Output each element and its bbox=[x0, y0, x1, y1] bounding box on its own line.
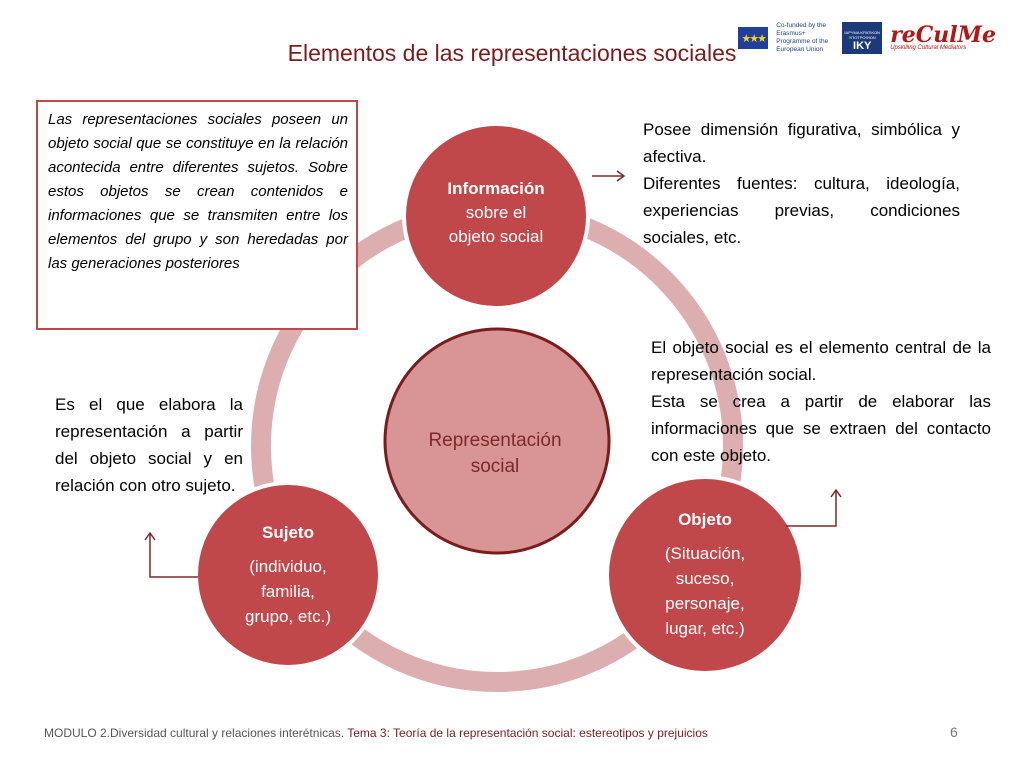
reculme-logo: reCulMe Upskilling Cultural Mediators bbox=[890, 22, 996, 51]
arrow-objeto bbox=[786, 488, 842, 527]
node-informacion-line3: objeto social bbox=[448, 227, 544, 246]
center-label-line2: social bbox=[470, 456, 520, 477]
node-objeto-circle bbox=[605, 475, 805, 675]
iky-logo-text: IKY bbox=[853, 40, 872, 52]
node-informacion: Información sobre el objeto social bbox=[416, 177, 576, 249]
note-sujeto: Es el que elabora la representación a pa… bbox=[55, 395, 243, 495]
slide-title: Elementos de las representaciones social… bbox=[287, 40, 737, 66]
node-sujeto-line2: (individuo, bbox=[249, 557, 327, 576]
node-objeto: Objeto (Situación, suceso, personaje, lu… bbox=[625, 508, 785, 641]
note-informacion-p2: Diferentes fuentes: cultura, ideología, … bbox=[643, 174, 960, 247]
arrow-sujeto bbox=[144, 531, 198, 578]
note-informacion: Posee dimensión figurativa, simbólica y … bbox=[643, 116, 960, 251]
node-sujeto: Sujeto (individuo, familia, grupo, etc.) bbox=[208, 520, 368, 629]
node-informacion-title: Información bbox=[447, 179, 545, 198]
note-objeto-p1: El objeto social es el elemento central … bbox=[651, 338, 991, 384]
footer-topic: Tema 3: Teoría de la representación soci… bbox=[347, 726, 708, 740]
arrow-informacion bbox=[592, 170, 626, 182]
note-objeto-p2: Esta se crea a partir de elaborar las in… bbox=[651, 392, 991, 465]
logo-bar: ★★★ Co-funded by the Erasmus+ Programme … bbox=[738, 20, 996, 56]
reculme-logo-text: reCulMe bbox=[890, 22, 996, 48]
node-sujeto-line4: grupo, etc.) bbox=[245, 607, 331, 626]
center-circle bbox=[383, 327, 611, 555]
eu-cofunded-text: Co-funded by the Erasmus+ Programme of t… bbox=[776, 22, 829, 53]
note-informacion-p1: Posee dimensión figurativa, simbólica y … bbox=[643, 120, 960, 166]
reculme-logo-subtitle: Upskilling Cultural Mediators bbox=[890, 45, 967, 51]
node-sujeto-title: Sujeto bbox=[262, 523, 314, 542]
page-number: 6 bbox=[950, 724, 958, 740]
footer: MODULO 2.Diversidad cultural y relacione… bbox=[44, 726, 708, 740]
node-sujeto-line3: familia, bbox=[261, 582, 315, 601]
iky-logo-small-text: ΙΔΡΥΜΑ ΚΡΑΤΙΚΩΝ ΥΠΟΤΡΟΦΙΩΝ bbox=[844, 30, 880, 40]
iky-logo: ΙΔΡΥΜΑ ΚΡΑΤΙΚΩΝ ΥΠΟΤΡΟΦΙΩΝ IKY bbox=[842, 22, 883, 54]
node-objeto-line4: personaje, bbox=[665, 594, 745, 613]
node-objeto-line3: suceso, bbox=[675, 569, 735, 588]
center-label: Representación social bbox=[405, 428, 585, 480]
note-objeto: El objeto social es el elemento central … bbox=[651, 334, 991, 469]
node-informacion-circle bbox=[402, 122, 590, 310]
node-objeto-line5: lugar, etc.) bbox=[665, 619, 745, 638]
node-objeto-line2: (Situación, bbox=[664, 544, 746, 563]
footer-module: MODULO 2.Diversidad cultural y relacione… bbox=[44, 726, 345, 740]
node-objeto-title: Objeto bbox=[678, 510, 732, 529]
center-label-line1: Representación bbox=[428, 430, 562, 451]
node-sujeto-circle bbox=[194, 481, 382, 669]
eu-flag-logo: ★★★ bbox=[738, 27, 769, 49]
node-informacion-line2: sobre el bbox=[465, 203, 527, 222]
intro-text-box: Las representaciones sociales poseen un … bbox=[36, 100, 358, 330]
